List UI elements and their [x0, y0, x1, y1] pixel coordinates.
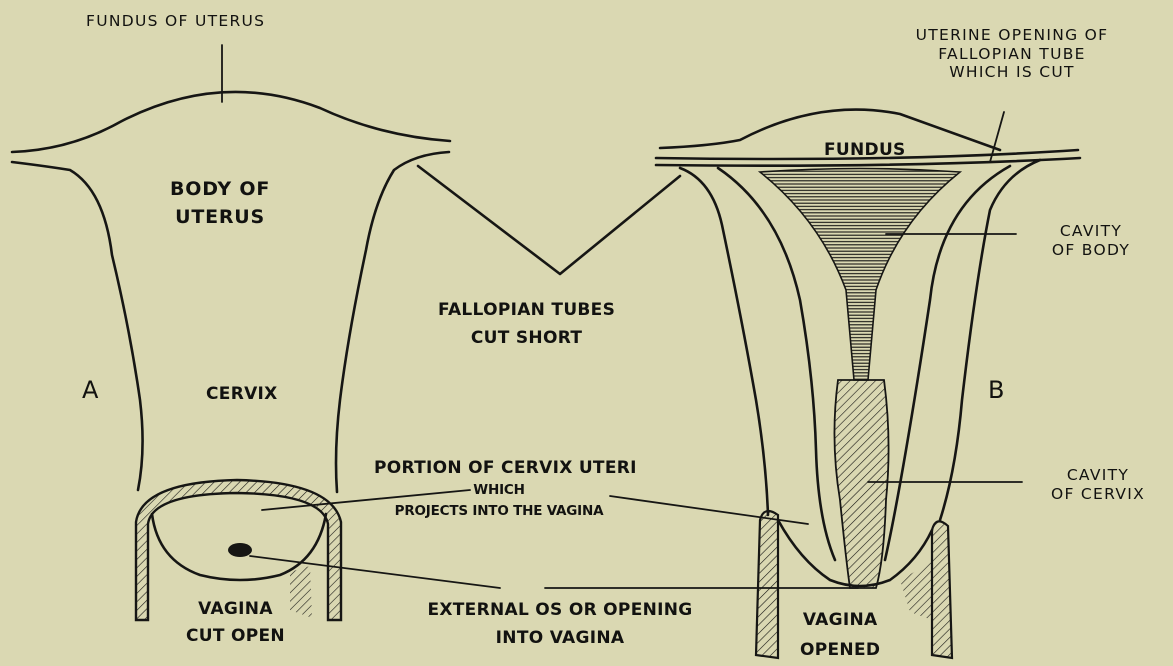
label-external-os: EXTERNAL OS OR OPENING INTO VAGINA [402, 596, 718, 652]
label-uterine-opening: UTERINE OPENING OF FALLOPIAN TUBE WHICH … [864, 26, 1160, 82]
label-vagina-cut-open: VAGINA CUT OPEN [186, 596, 285, 650]
label-external-os-line2: INTO VAGINA [402, 624, 718, 652]
label-vagina-opened: VAGINA OPENED [800, 606, 880, 666]
label-external-os-line1: EXTERNAL OS OR OPENING [402, 596, 718, 624]
figure-a-outline [12, 45, 450, 492]
label-cavity-of-cervix-line1: CAVITY [1028, 466, 1168, 485]
label-portion-of-cervix: PORTION OF CERVIX UTERI WHICH PROJECTS I… [374, 458, 624, 519]
label-vagina-opened-line1: VAGINA [800, 606, 880, 636]
label-cavity-of-cervix: CAVITY OF CERVIX [1028, 466, 1168, 503]
label-body-of-uterus-line1: BODY OF [170, 176, 270, 204]
label-body-of-uterus: BODY OF UTERUS [170, 176, 270, 231]
label-vagina-opened-line2: OPENED [800, 636, 880, 666]
label-cavity-of-body-line2: OF BODY [1026, 241, 1156, 260]
label-fallopian-tubes-line2: CUT SHORT [438, 324, 615, 352]
label-fundus: FUNDUS [824, 140, 906, 160]
external-os-dot [228, 543, 252, 557]
label-cavity-of-cervix-line2: OF CERVIX [1028, 485, 1168, 504]
label-portion-of-cervix-line2: WHICH [374, 482, 624, 498]
fallopian-tubes-line [418, 166, 680, 274]
label-cavity-of-body: CAVITY OF BODY [1026, 222, 1156, 259]
label-fundus-of-uterus: FUNDUS OF UTERUS [86, 12, 265, 31]
label-uterine-opening-line3: WHICH IS CUT [864, 63, 1160, 82]
portion-pointer-right [610, 496, 808, 524]
label-fallopian-tubes-line1: FALLOPIAN TUBES [438, 296, 615, 324]
label-figure-b: B [988, 376, 1004, 405]
label-body-of-uterus-line2: UTERUS [170, 204, 270, 232]
label-vagina-cut-open-line1: VAGINA [186, 596, 285, 623]
cavity-of-body-shading [760, 169, 960, 381]
label-cervix: CERVIX [206, 384, 278, 404]
label-figure-a: A [82, 376, 98, 405]
cervix-canal-shading [834, 380, 888, 588]
label-cavity-of-body-line1: CAVITY [1026, 222, 1156, 241]
label-vagina-cut-open-line2: CUT OPEN [186, 623, 285, 650]
label-portion-of-cervix-line3: PROJECTS INTO THE VAGINA [374, 503, 624, 519]
label-fallopian-tubes: FALLOPIAN TUBES CUT SHORT [438, 296, 615, 352]
label-uterine-opening-line1: UTERINE OPENING OF [864, 26, 1160, 45]
label-uterine-opening-line2: FALLOPIAN TUBE [864, 45, 1160, 64]
label-portion-of-cervix-line1: PORTION OF CERVIX UTERI [374, 458, 624, 478]
